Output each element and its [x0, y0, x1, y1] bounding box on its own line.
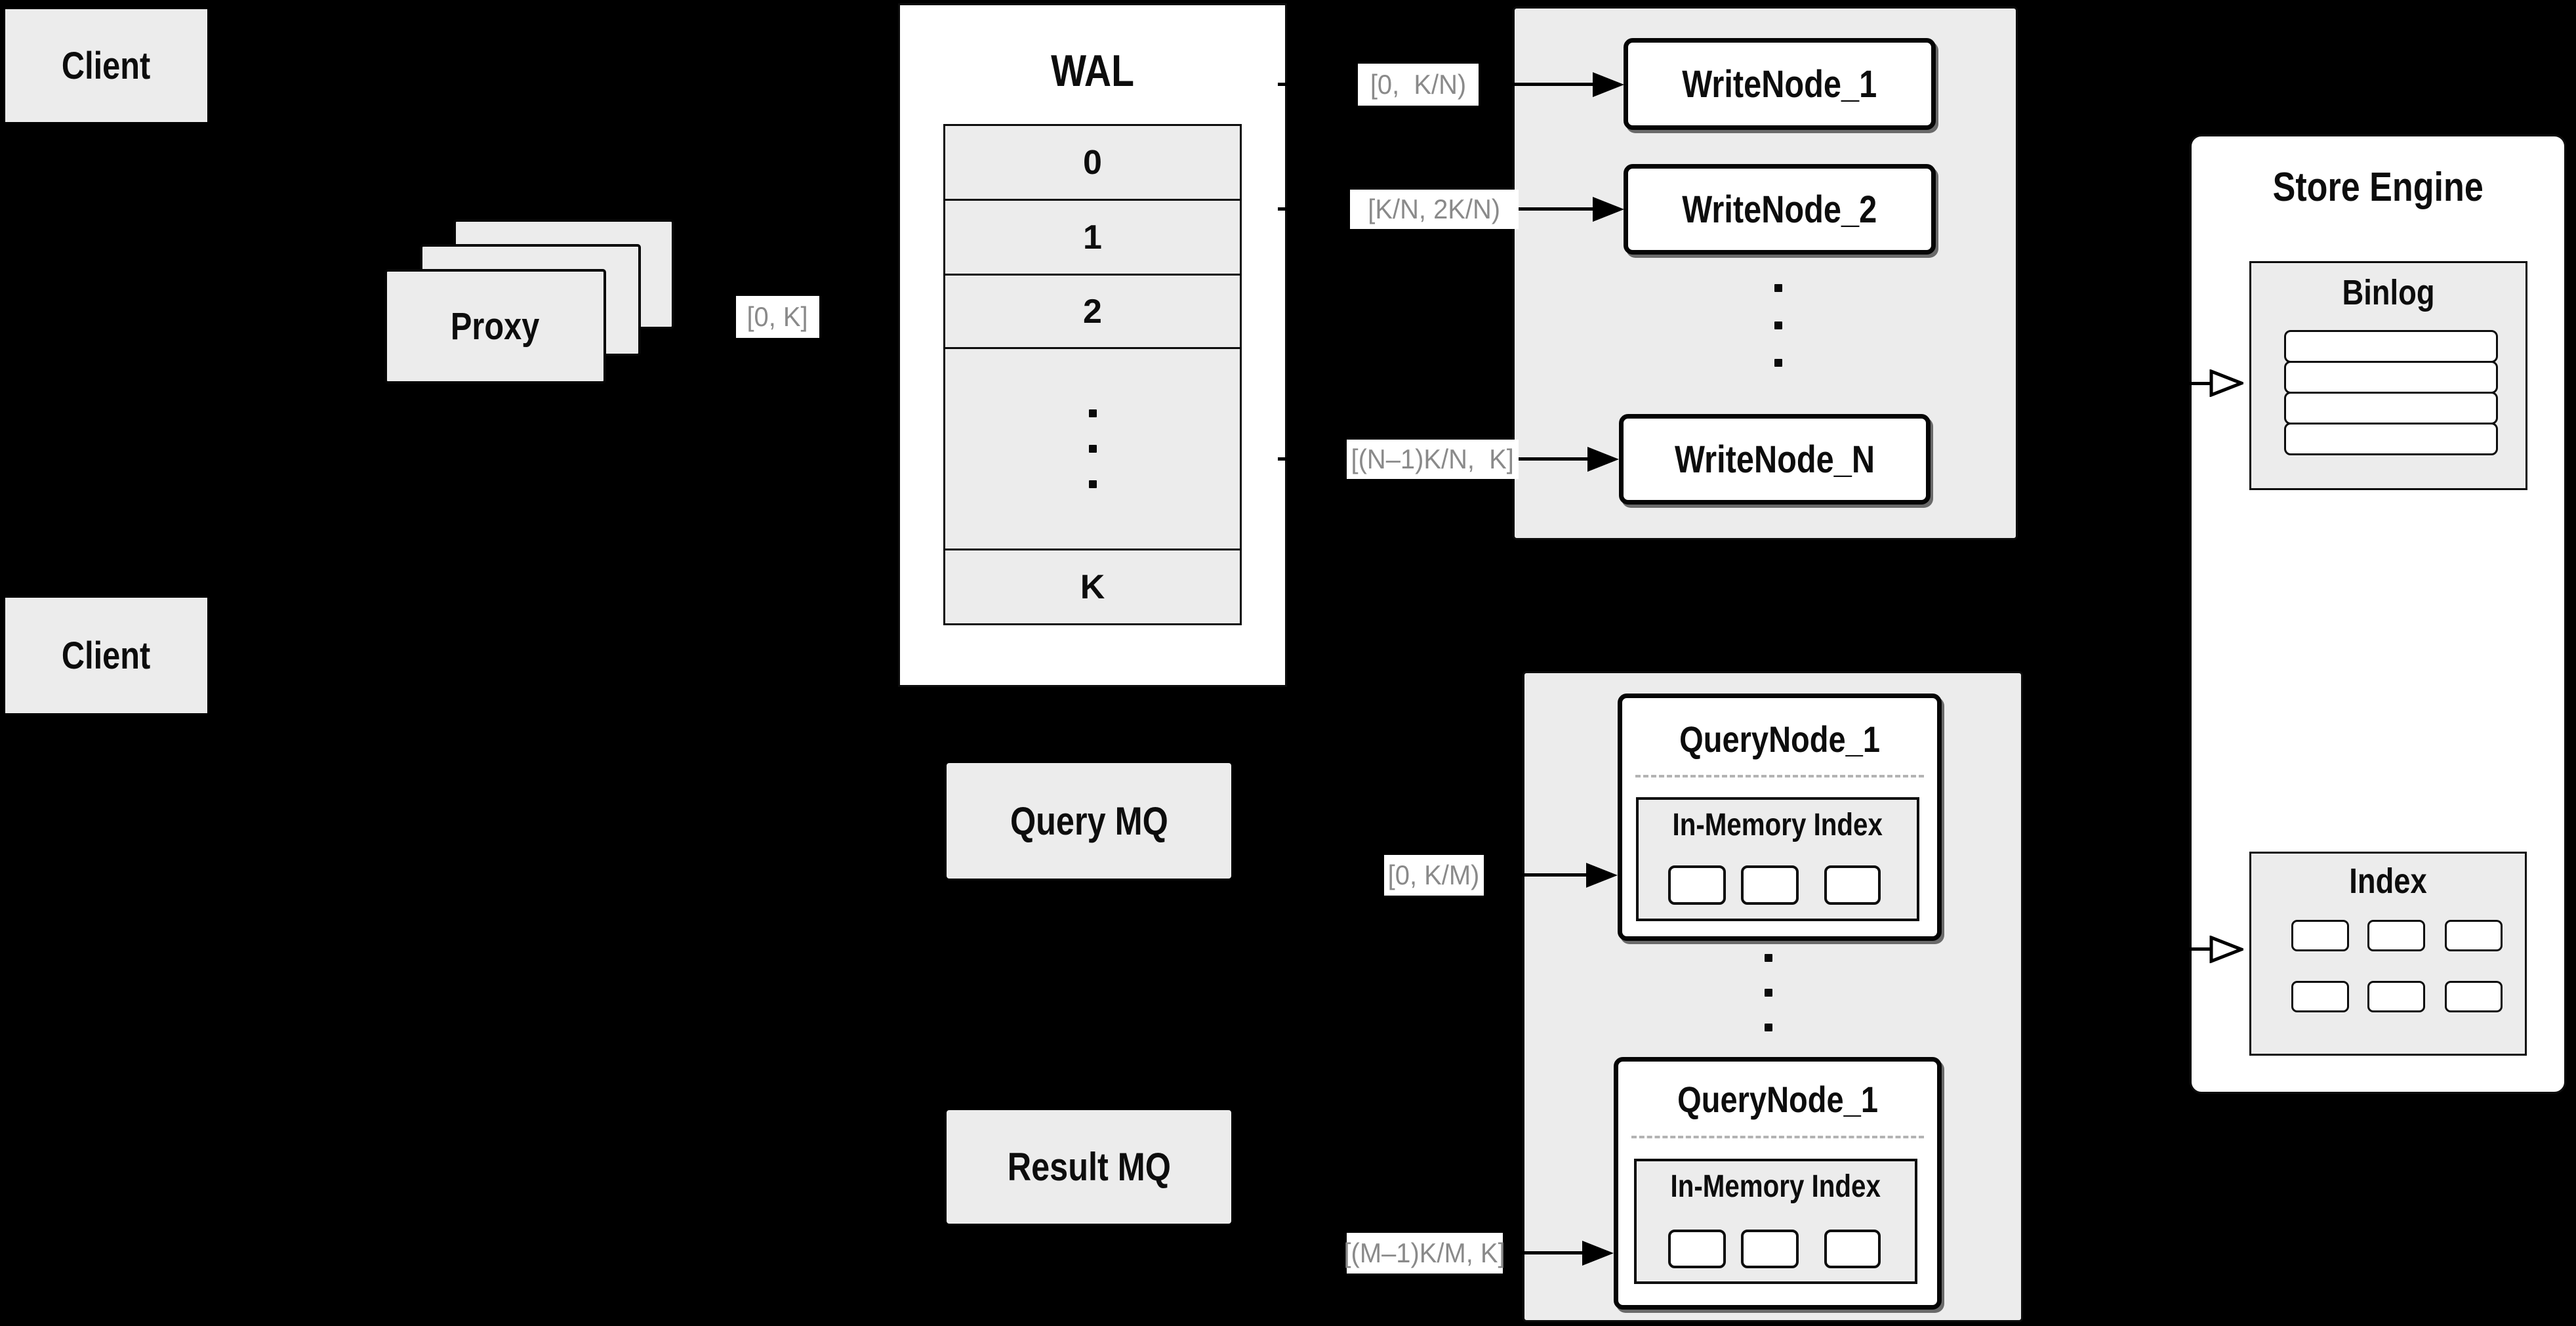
ellipsis-dot	[1765, 989, 1772, 997]
store-engine-title: Store Engine	[2272, 164, 2484, 210]
querynode-1-box: QueryNode_1 In-Memory Index	[1618, 694, 1942, 941]
ellipsis-dot	[1774, 284, 1782, 292]
result-mq-label: Result MQ	[1007, 1145, 1171, 1189]
index-cell	[2291, 981, 2349, 1012]
arrow-open-head-binlog	[2209, 369, 2243, 397]
store-engine-title-row: Store Engine	[2192, 164, 2564, 210]
range-label-writenode-1: [0, K/N)	[1358, 64, 1479, 106]
segment-square	[1824, 865, 1881, 905]
index-cell	[2445, 981, 2503, 1012]
arrow-head-writenode-2	[1593, 197, 1624, 222]
arrow-head-querynode-2	[1582, 1241, 1614, 1266]
ellipsis-dot	[1774, 359, 1782, 367]
store-engine-panel: Store Engine Binlog Index	[2190, 135, 2566, 1094]
arrow-open-head-index	[2209, 936, 2243, 963]
binlog-row	[2284, 392, 2498, 425]
client-box-top: Client	[5, 9, 207, 122]
binlog-rows	[2284, 330, 2498, 455]
arrow-line-index	[2125, 947, 2214, 951]
ellipsis-dot	[1088, 445, 1097, 453]
binlog-row	[2284, 330, 2498, 363]
arrow-line-binlog	[2125, 382, 2214, 385]
wal-row-k: K	[943, 549, 1242, 625]
ellipsis-dot	[1774, 321, 1782, 329]
result-mq-box: Result MQ	[947, 1110, 1231, 1224]
segment-square	[1668, 865, 1726, 905]
binlog-title-row: Binlog	[2251, 272, 2525, 313]
querynode-2-divider	[1631, 1136, 1924, 1138]
client-top-label: Client	[62, 44, 151, 87]
querynode-1-title-row: QueryNode_1	[1679, 718, 1880, 760]
proxy-label: Proxy	[451, 305, 540, 348]
binlog-row	[2284, 423, 2498, 455]
binlog-box: Binlog	[2249, 261, 2527, 490]
wal-row-2: 2	[943, 274, 1242, 349]
wal-row-0: 0	[943, 124, 1242, 201]
ellipsis-dot	[1088, 480, 1097, 488]
query-mq-label: Query MQ	[1010, 798, 1168, 843]
in-memory-index-box-2: In-Memory Index	[1634, 1159, 1917, 1284]
writenode-2-box: WriteNode_2	[1624, 164, 1936, 255]
query-mq-box: Query MQ	[947, 763, 1231, 879]
arrow-head-querynode-1	[1586, 863, 1618, 888]
client-bottom-label: Client	[62, 634, 151, 677]
index-cell	[2445, 920, 2503, 951]
proxy-range-label: [0, K]	[736, 296, 819, 338]
writenode-1-box: WriteNode_1	[1624, 38, 1936, 130]
ellipsis-dot	[1765, 1024, 1772, 1031]
in-memory-index-title-row: In-Memory Index	[1672, 807, 1883, 842]
querynode-1-divider	[1635, 775, 1924, 777]
querynode-panel: QueryNode_1 In-Memory Index QueryNode_1	[1523, 671, 2023, 1322]
writenode-ellipsis	[1774, 284, 1782, 367]
binlog-row	[2284, 361, 2498, 394]
wal-row-1: 1	[943, 199, 1242, 276]
segment-square	[1668, 1230, 1726, 1268]
index-cell	[2291, 920, 2349, 951]
proxy-box-front: Proxy	[384, 269, 606, 384]
wal-box: WAL 0 1 2 K	[898, 3, 1287, 687]
index-cell	[2367, 981, 2425, 1012]
wal-row-ellipsis	[943, 347, 1242, 550]
index-title: Index	[2349, 861, 2427, 901]
segment-square	[1741, 1230, 1799, 1268]
range-label-writenode-2: [K/N, 2K/N)	[1350, 190, 1519, 229]
arrow-head-writenode-n	[1587, 447, 1619, 472]
querynode-ellipsis	[1765, 954, 1772, 1031]
in-memory-index-box-1: In-Memory Index	[1636, 797, 1919, 921]
segment-square	[1824, 1230, 1881, 1268]
index-cell	[2367, 920, 2425, 951]
wal-segment-table: 0 1 2 K	[943, 124, 1242, 625]
range-label-querynode-1: [0, K/M)	[1384, 855, 1484, 896]
wal-title-row: WAL	[900, 43, 1285, 98]
range-label-writenode-n: [(N–1)K/N, K]	[1347, 440, 1519, 479]
wal-title: WAL	[1051, 46, 1134, 96]
segment-square	[1741, 865, 1799, 905]
ellipsis-dot	[1765, 954, 1772, 962]
client-box-bottom: Client	[5, 598, 207, 713]
range-label-querynode-2: [(M–1)K/M, K]	[1344, 1233, 1505, 1274]
ellipsis-dot	[1088, 409, 1097, 417]
binlog-title: Binlog	[2342, 273, 2435, 312]
index-box: Index	[2249, 852, 2527, 1056]
querynode-2-title-row: QueryNode_1	[1677, 1078, 1878, 1120]
index-title-row: Index	[2251, 861, 2525, 901]
writenode-n-box: WriteNode_N	[1619, 414, 1931, 505]
in-memory-index-title-row: In-Memory Index	[1670, 1169, 1881, 1204]
querynode-2-box: QueryNode_1 In-Memory Index	[1614, 1057, 1942, 1310]
arrow-head-writenode-1	[1593, 72, 1624, 97]
